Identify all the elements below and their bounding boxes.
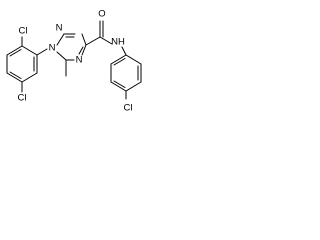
atom-label-cl-top: Cl (19, 26, 28, 37)
molecule-diagram: Cl Cl N N N O NH Cl (6, 9, 142, 114)
atom-label-n-ring-4: N (76, 55, 83, 66)
atom-label-n-ring-2: N (56, 23, 63, 34)
bond (78, 46, 84, 55)
bond (81, 44, 87, 56)
bond (21, 72, 38, 83)
bond (9, 49, 22, 57)
bond-layer (6, 20, 142, 100)
bond (36, 48, 48, 56)
atom-label-cl-bottom: Cl (18, 93, 27, 104)
bond (113, 58, 126, 66)
atom-label-o-carbonyl: O (98, 9, 105, 20)
bond (99, 36, 113, 45)
bond (56, 51, 67, 61)
bond (85, 36, 101, 46)
atom-label-nh-amide: NH (111, 37, 125, 48)
bond (6, 45, 23, 56)
bond (110, 54, 127, 65)
bond (56, 33, 65, 46)
atom-label-layer: Cl Cl N N N O NH Cl (18, 9, 133, 114)
atom-label-cl-right: Cl (124, 103, 133, 114)
bond (21, 45, 38, 56)
bond (121, 46, 127, 56)
bond (81, 33, 87, 46)
bond (125, 54, 142, 65)
bond (110, 81, 127, 92)
bond (9, 71, 22, 79)
bond (6, 72, 23, 83)
bond (113, 80, 126, 88)
atom-label-n-ring-1: N (49, 43, 56, 54)
bond (125, 81, 142, 92)
